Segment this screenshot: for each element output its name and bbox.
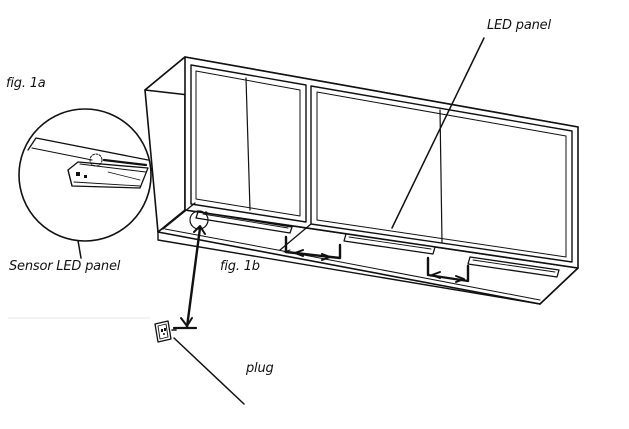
connection-cables — [284, 235, 470, 283]
door-right — [310, 85, 573, 263]
detail-magnifier — [18, 108, 152, 242]
plug-socket-icon — [154, 320, 177, 343]
led-bar-middle — [343, 233, 436, 255]
label-fig-1b: fig. 1b — [220, 259, 260, 274]
led-bar-right — [467, 256, 560, 278]
mirror-reflection-line — [439, 109, 443, 243]
label-led-panel: LED panel — [487, 18, 551, 33]
label-fig-1a: fig. 1a — [6, 76, 46, 91]
led-bars — [195, 211, 560, 278]
label-sensor-led-panel: Sensor LED panel — [9, 259, 121, 274]
cabinet-bottom-edge — [157, 231, 541, 305]
cable-middle-right — [426, 256, 470, 283]
cable-left-middle — [284, 235, 342, 260]
power-cable — [172, 210, 209, 330]
door-left — [190, 64, 307, 223]
label-plug: plug — [246, 361, 274, 376]
mirror-reflection-line — [245, 77, 251, 211]
leader-led-panel — [391, 37, 485, 229]
leader-plug — [173, 337, 245, 405]
